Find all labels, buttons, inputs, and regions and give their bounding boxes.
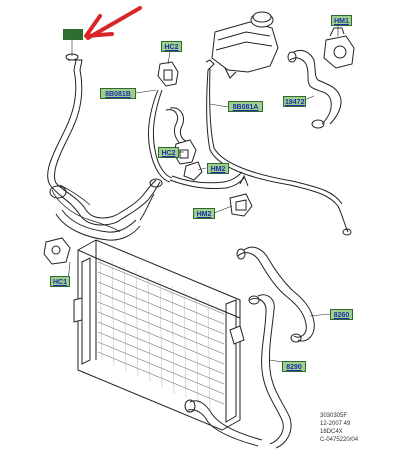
radiator bbox=[73, 239, 245, 431]
part-tag-hm2-low[interactable]: HM2 bbox=[193, 208, 215, 219]
thermostat-housing bbox=[323, 27, 355, 69]
part-tag-hm2-mid[interactable]: HM2 bbox=[207, 163, 229, 174]
part-tag-8b081a[interactable]: 8B081A bbox=[228, 101, 263, 112]
reference-code-line: 18DC4X bbox=[320, 429, 343, 435]
tank-return-hose bbox=[205, 59, 352, 236]
part-tag-8b081b[interactable]: 8B081B bbox=[100, 88, 136, 99]
red-arrow-annotation bbox=[84, 6, 142, 40]
part-tag-hm1[interactable]: HM1 bbox=[331, 15, 352, 26]
part-tag-hc2-mid[interactable]: HC2 bbox=[158, 147, 179, 158]
upper-left-hose bbox=[47, 53, 163, 233]
bracket-hm2-mid bbox=[183, 161, 203, 181]
heater-hose-8b081b bbox=[147, 89, 245, 189]
clip-hc2-top bbox=[157, 61, 179, 87]
part-tag-hc2-top[interactable]: HC2 bbox=[161, 41, 182, 52]
part-tag-8290[interactable]: 8290 bbox=[282, 361, 306, 372]
part-tag-1278[interactable]: 1278 bbox=[63, 29, 83, 40]
expansion-tank bbox=[211, 11, 279, 79]
hose-8290 bbox=[184, 294, 292, 449]
reference-code-line: 3030305F bbox=[320, 413, 348, 419]
clip-hc1 bbox=[43, 237, 71, 265]
bracket-hm2-low bbox=[229, 174, 253, 217]
part-tag-8260[interactable]: 8260 bbox=[330, 309, 353, 320]
part-tag-18472[interactable]: 18472 bbox=[283, 96, 306, 107]
hose-18472 bbox=[287, 49, 342, 129]
drawing-reference-codes: 3030305F 12-2007 49 18DC4X C-0475220/04 bbox=[320, 412, 358, 442]
lower-left-hose bbox=[55, 193, 155, 241]
hose-8260 bbox=[236, 246, 315, 343]
reference-code-line: 12-2007 49 bbox=[320, 421, 351, 427]
part-tag-hc1[interactable]: HC1 bbox=[50, 276, 70, 287]
reference-code-line: C-0475220/04 bbox=[320, 437, 359, 442]
